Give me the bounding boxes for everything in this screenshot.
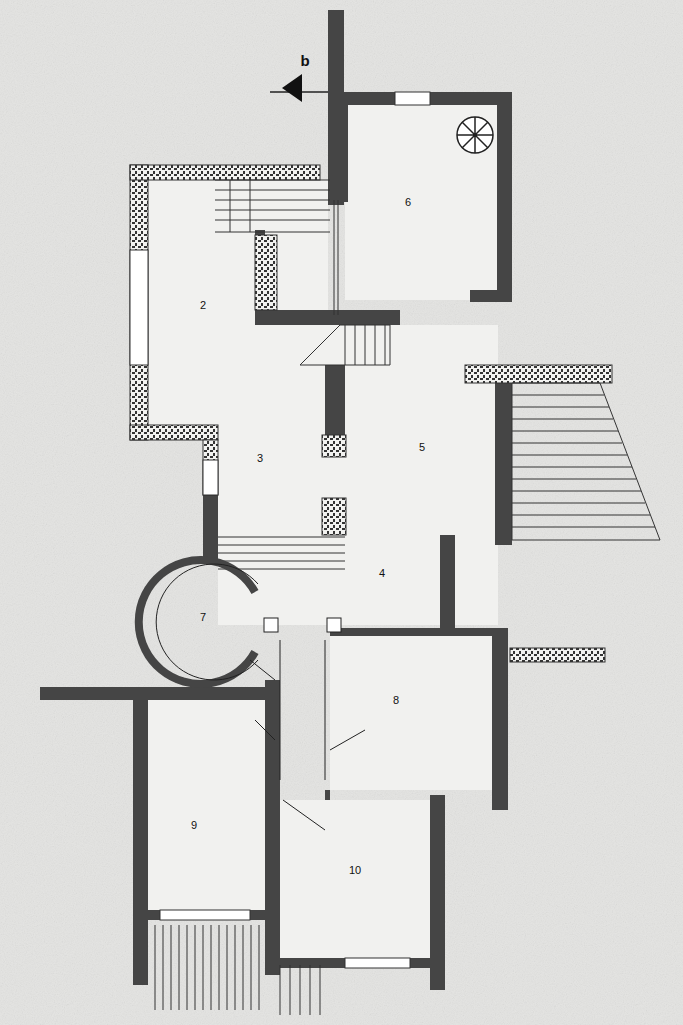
spiral-stair	[457, 117, 493, 153]
room-number: 6	[405, 197, 411, 208]
masonry-walls	[130, 165, 612, 662]
section-marker	[270, 74, 328, 102]
room-number: 7	[200, 612, 206, 623]
stairs	[155, 180, 660, 1015]
walls	[40, 10, 512, 990]
room-number: 3	[257, 453, 263, 464]
room-number: 5	[419, 442, 425, 453]
room-number: 10	[349, 865, 361, 876]
doors	[250, 618, 365, 830]
windows	[130, 92, 430, 968]
room-number: 8	[393, 695, 399, 706]
section-mark: b	[300, 53, 309, 68]
room-number: 9	[191, 820, 197, 831]
room-floors	[148, 105, 498, 958]
room-number: 2	[200, 300, 206, 311]
round-room	[139, 560, 258, 684]
room-number: 4	[379, 568, 385, 579]
